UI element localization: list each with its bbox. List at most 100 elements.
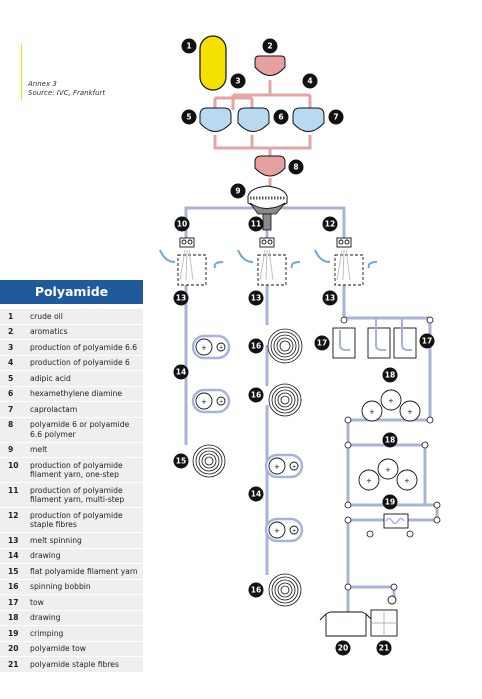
step-marker-number: 3 (235, 77, 240, 86)
step-marker-1: 1 (181, 38, 197, 54)
legend-label: tow (30, 597, 44, 607)
step-marker-number: 16 (251, 342, 261, 351)
legend-label: aromatics (30, 327, 68, 336)
step-marker-number: 15 (176, 457, 186, 466)
step-marker-circle (248, 290, 264, 306)
annex-note: Annex 3 Source: IVC, Frankfurt (21, 44, 152, 100)
legend-label: melt spinning (30, 535, 82, 545)
legend-label: caprolactam (30, 404, 78, 414)
legend-label: adipic acid (30, 373, 71, 383)
legend-label: polyamide tow (30, 644, 86, 653)
spinning-bobbin-1 (267, 328, 303, 364)
legend-label: polyamide 6 or polyamide 6.6 polymer (30, 420, 130, 439)
legend-number: 20 (8, 644, 19, 653)
step-marker-17: 17 (419, 333, 435, 349)
draw-rollers-multi-step-lower: + + (264, 517, 304, 543)
step-marker-5: 5 (181, 109, 197, 125)
legend-number: 17 (8, 597, 19, 607)
legend-number: 18 (8, 613, 19, 622)
step-marker-20: 20 (335, 640, 351, 656)
step-marker-circle (248, 387, 264, 403)
svg-text:+: + (385, 466, 391, 474)
step-marker-number: 5 (186, 113, 191, 122)
svg-text:+: + (388, 397, 394, 405)
legend-number: 9 (8, 445, 14, 454)
legend-row: 7 caprolactam (0, 402, 143, 418)
aromatics-tank (254, 55, 286, 76)
svg-text:+: + (201, 398, 207, 406)
legend-number: 7 (8, 404, 14, 414)
step-marker-number: 6 (278, 113, 283, 122)
legend-number: 5 (8, 373, 14, 383)
step-marker-number: 12 (325, 220, 335, 229)
step-marker-circle (173, 290, 189, 306)
step-marker-circle (382, 367, 398, 383)
legend-number: 3 (8, 342, 14, 352)
svg-text:+: + (404, 477, 410, 485)
svg-text:+: + (274, 463, 280, 471)
step-marker-8: 8 (288, 159, 304, 175)
crude-oil-tank (199, 35, 227, 91)
step-marker-circle (248, 582, 264, 598)
step-marker-number: 13 (176, 294, 186, 303)
flat-yarn-bobbin (192, 444, 226, 478)
drawing-stand-2: + + + (358, 458, 418, 491)
legend-label: spinning bobbin (30, 582, 91, 591)
legend-number: 6 (8, 389, 14, 398)
draw-rollers-multi-step-upper: + + (264, 453, 304, 479)
step-marker-16: 16 (248, 387, 264, 403)
step-marker-number: 14 (251, 490, 261, 499)
step-marker-16: 16 (248, 338, 264, 354)
legend-label: production of polyamide filament yarn, m… (30, 485, 125, 505)
step-marker-number: 1 (186, 42, 191, 51)
step-marker-circle (419, 333, 435, 349)
step-marker-3: 3 (230, 73, 246, 89)
step-marker-circle (288, 159, 304, 175)
step-marker-16: 16 (248, 582, 264, 598)
drawing-stand-1: + + + (361, 389, 421, 422)
step-marker-number: 9 (235, 187, 240, 196)
step-marker-circle (328, 109, 344, 125)
legend-label: production of polyamide staple fibres (30, 510, 123, 530)
step-marker-number: 17 (317, 339, 327, 348)
legend-label: melt (30, 445, 48, 454)
legend-label: drawing (30, 551, 61, 560)
step-marker-circle (174, 216, 190, 232)
adipic-acid-vessel (199, 107, 232, 132)
step-marker-circle (273, 109, 289, 125)
step-marker-circle (322, 290, 338, 306)
svg-text:+: + (219, 345, 223, 351)
step-marker-18: 18 (382, 432, 398, 448)
step-marker-11: 11 (248, 216, 264, 232)
step-marker-number: 18 (385, 371, 395, 380)
step-marker-13: 13 (173, 290, 189, 306)
legend-number: 1 (8, 311, 14, 321)
spinning-unit-one-step (159, 237, 224, 286)
step-marker-14: 14 (248, 486, 264, 502)
guide-rollers (340, 316, 441, 591)
tow-box (319, 611, 373, 637)
legend-label: crimping (30, 628, 64, 638)
legend-number: 14 (8, 551, 19, 560)
step-marker-number: 4 (307, 77, 312, 86)
legend-title: Polyamide (0, 280, 143, 304)
legend-label: hexamethylene diamine (30, 389, 123, 398)
spinning-unit-staple (314, 237, 378, 286)
step-marker-number: 14 (176, 368, 186, 377)
tow-cans (332, 318, 417, 359)
legend-row: 6 hexamethylene diamine (0, 386, 143, 402)
legend-number: 10 (8, 460, 19, 470)
step-marker-circle (230, 183, 246, 199)
legend-label: crude oil (30, 311, 63, 321)
legend-row: 20 polyamide tow (0, 641, 143, 657)
step-marker-circle (230, 73, 246, 89)
step-marker-number: 8 (293, 163, 298, 172)
step-marker-19: 19 (382, 494, 398, 510)
